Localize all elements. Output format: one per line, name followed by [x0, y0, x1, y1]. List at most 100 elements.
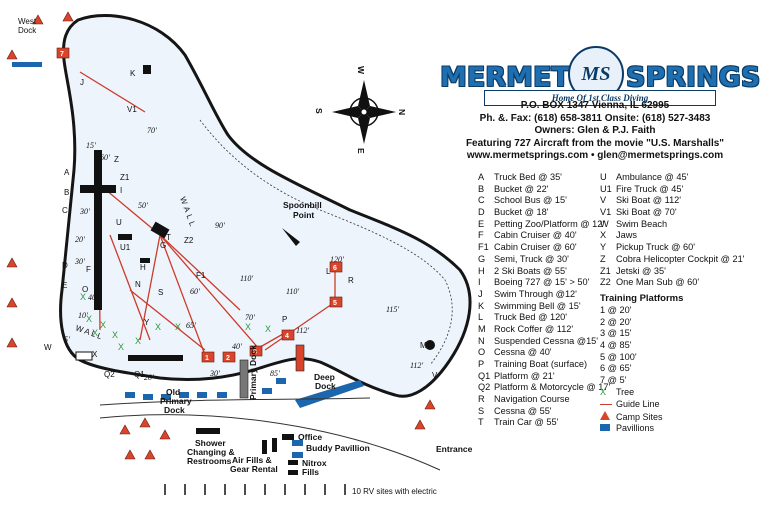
svg-text:1: 1 — [205, 355, 209, 362]
legend-value: Cabin Cruiser @ 40' — [494, 230, 577, 241]
svg-text:X: X — [92, 350, 98, 359]
legend-key: X — [600, 230, 607, 241]
legend-item: H 2 Ski Boats @ 55' — [478, 266, 610, 278]
brand-left-word: MERMET — [440, 62, 570, 93]
legend-value: Platform @ 21' — [494, 370, 555, 381]
legend-key: O — [478, 347, 486, 358]
legend-key: C — [478, 195, 485, 206]
svg-text:70': 70' — [147, 126, 157, 135]
old-dock-label-1: Old — [166, 387, 180, 397]
featuring: Featuring 727 Aircraft from the movie "U… — [465, 137, 725, 149]
svg-text:Q1: Q1 — [134, 370, 145, 379]
svg-text:X: X — [86, 314, 92, 324]
legend-value: Semi, Truck @ 30' — [494, 253, 569, 264]
svg-text:40': 40' — [232, 342, 242, 351]
old-dock-label-2: Primary — [160, 396, 192, 406]
legend-item: Y Pickup Truck @ 60' — [600, 242, 745, 254]
contact-info: P.O. BOX 1347 Vienna, IL 62995 Ph. &. Fa… — [430, 100, 760, 163]
svg-text:30': 30' — [74, 257, 85, 266]
svg-text:X: X — [265, 324, 271, 334]
legend-key: H — [478, 265, 485, 276]
legend-value: Bucket @ 18' — [494, 207, 549, 218]
legend-key: S — [478, 405, 485, 416]
legend-value: Cabin Cruiser @ 60' — [494, 242, 577, 253]
brand-tagline: Home Of 1st Class Diving — [484, 90, 716, 106]
legend-value: One Man Sub @ 60' — [616, 277, 700, 288]
legend-item: Z2 One Man Sub @ 60' — [600, 277, 745, 289]
svg-text:N: N — [135, 280, 141, 289]
primary-dock-label: Primary Dock — [248, 345, 258, 400]
svg-text:F1: F1 — [196, 271, 206, 280]
compass-n: N — [397, 109, 407, 115]
shower-label-1: Shower — [195, 438, 226, 448]
svg-text:6: 6 — [333, 265, 337, 272]
shower-label-2: Changing & — [187, 447, 235, 457]
svg-text:V1: V1 — [127, 105, 137, 114]
legend-value: 2 Ski Boats @ 55' — [494, 265, 567, 276]
svg-text:V: V — [432, 371, 438, 380]
svg-text:X: X — [118, 342, 124, 352]
svg-text:A: A — [64, 168, 70, 177]
compass-e: E — [356, 148, 366, 154]
key-camp: Camp Sites — [600, 410, 745, 423]
svg-text:M: M — [420, 341, 427, 350]
training-platforms — [56, 47, 343, 363]
svg-text:X: X — [112, 330, 118, 340]
svg-text:20': 20' — [75, 235, 85, 244]
buildings — [196, 428, 298, 475]
legend-value: Swim Through @12' — [494, 288, 577, 299]
legend-value: Cessna @ 55' — [494, 405, 552, 416]
legend-key: W — [600, 218, 609, 229]
legend-key: D — [478, 207, 485, 218]
legend-key: Y — [600, 242, 607, 253]
address: P.O. BOX 1347 Vienna, IL 62995 — [520, 100, 670, 111]
svg-text:30': 30' — [79, 207, 90, 216]
svg-text:X: X — [92, 328, 98, 338]
svg-text:110': 110' — [286, 287, 299, 296]
svg-text:50': 50' — [138, 201, 148, 210]
legend-value: Boeing 727 @ 15' > 50' — [494, 277, 590, 288]
legend-value: Bucket @ 22' — [494, 183, 549, 194]
legend-key: Z2 — [600, 277, 611, 288]
nitrox-label: Nitrox — [302, 458, 327, 468]
pavillions — [125, 378, 303, 458]
svg-text:Z1: Z1 — [120, 173, 130, 182]
brand-logo: MERMET MS SPRINGS Home Of 1st Class Divi… — [440, 46, 760, 106]
svg-text:X: X — [100, 320, 106, 330]
platform-item: 4 @ 85' — [600, 339, 632, 350]
legend-key: J — [478, 288, 483, 299]
legend-value: Swim Beach — [616, 218, 668, 229]
platform-item: 7 @ 5' — [600, 375, 627, 385]
site-letters: A B C D E F F1 G H I J K L M N O P Q1 Q2… — [44, 69, 438, 380]
legend-value: Train Car @ 55' — [494, 417, 559, 428]
svg-text:X: X — [135, 336, 141, 346]
legend-item: D Bucket @ 18' — [478, 207, 610, 219]
svg-text:L: L — [326, 267, 331, 276]
legend-value: Pickup Truck @ 60' — [616, 242, 695, 253]
compass-s: S — [314, 108, 324, 114]
lake-outline — [59, 13, 472, 398]
shallow-contour — [199, 119, 453, 366]
legend-value: Truck Bed @ 35' — [494, 172, 562, 182]
legend-value: Training Boat (surface) — [494, 359, 588, 369]
depth-markers: 70' 15' 60' 50' 30' 90' 20' 30' 40' 10' … — [64, 126, 423, 382]
legend-key: N — [478, 335, 485, 346]
svg-text:30': 30' — [209, 369, 220, 378]
legend-value: Fire Truck @ 45' — [616, 183, 684, 194]
